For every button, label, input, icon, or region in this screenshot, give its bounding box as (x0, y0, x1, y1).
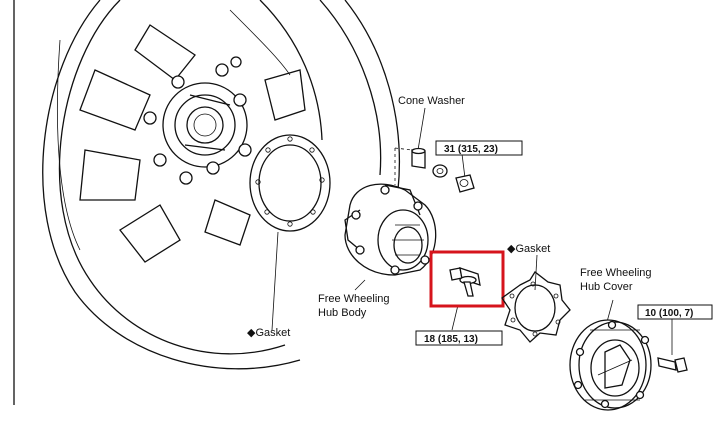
cone-washer-label: Cone Washer (398, 95, 465, 107)
torque-box-right: 10 (100, 7) (637, 304, 713, 320)
hub-body-label-line1: Free Wheeling (318, 293, 390, 305)
wheel-studs (143, 56, 252, 185)
left-gasket-label: ◆Gasket (247, 327, 290, 339)
hub-cover (569, 319, 652, 411)
torque-top-label: 31 (315, 23) (444, 144, 498, 155)
highlight-box (429, 250, 505, 308)
right-gasket-label: ◆Gasket (507, 243, 550, 255)
torque-box-top: 31 (315, 23) (435, 140, 523, 156)
hub-bolt (449, 267, 481, 297)
left-gasket (249, 134, 331, 331)
wheel-tire (13, 0, 401, 405)
hub-cover-label-line1: Free Wheeling (580, 267, 652, 279)
torque-right-label: 10 (100, 7) (645, 308, 693, 319)
torque-middle-label: 18 (185, 13) (424, 334, 478, 345)
hub-body-label-line2: Hub Body (318, 307, 367, 319)
torque-box-middle: 18 (185, 13) (415, 330, 503, 346)
cone-washer-stack (411, 147, 475, 193)
cover-bolt (657, 357, 688, 373)
wheel-hub (143, 56, 252, 185)
hub-cover-label-line2: Hub Cover (580, 281, 633, 293)
hub-body (344, 183, 437, 291)
right-gasket (501, 271, 571, 343)
